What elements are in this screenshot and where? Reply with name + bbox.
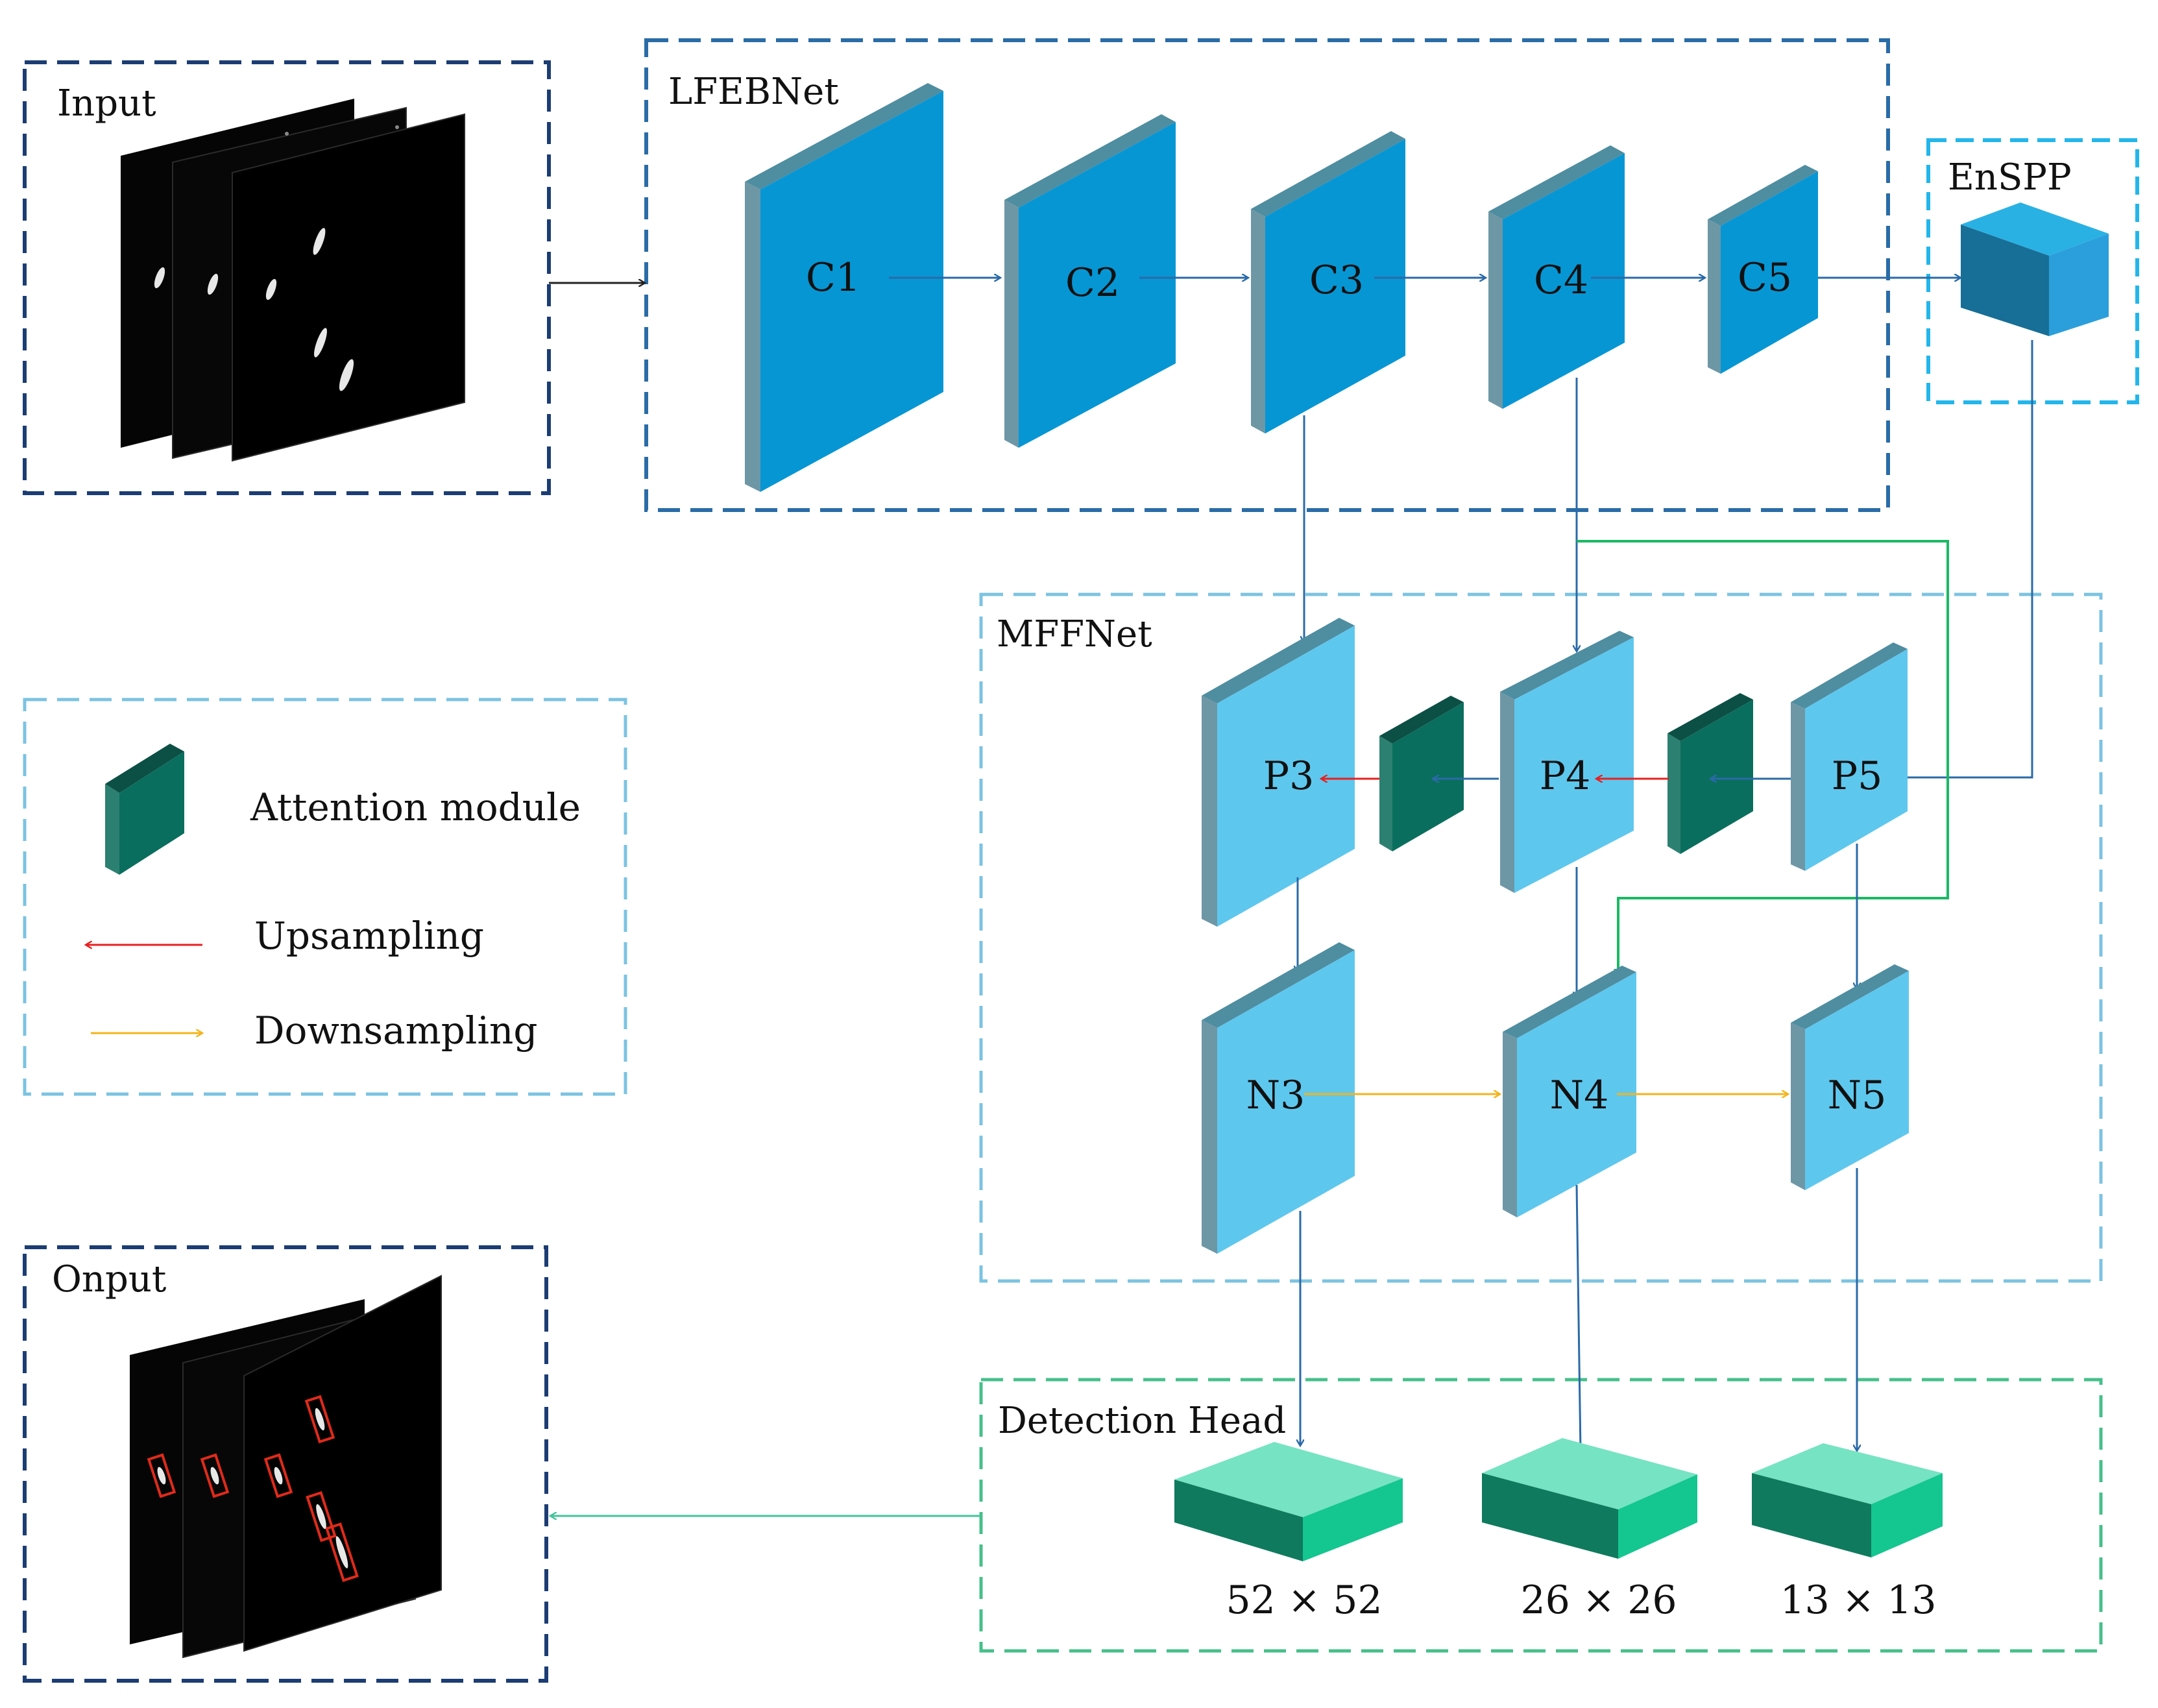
head-size-label-large: 52 × 52 (1226, 1578, 1382, 1623)
block-label-p5: P5 (1832, 753, 1883, 799)
backbone-title: LFEBNet (668, 71, 839, 113)
block-label-c3: C3 (1309, 258, 1364, 303)
head-size-label-small: 13 × 13 (1780, 1578, 1936, 1623)
ship-targets (154, 125, 399, 391)
head-output-small (1752, 1443, 1943, 1557)
neck-block-n5 (1791, 964, 1909, 1190)
block-label-n5: N5 (1828, 1073, 1887, 1118)
legend-attention-label: Attention module (250, 785, 581, 829)
block-label-p4: P4 (1540, 753, 1591, 799)
block-label-n4: N4 (1550, 1073, 1609, 1118)
block-label-c2: C2 (1065, 260, 1120, 306)
legend-downsampling-label: Downsampling (254, 1008, 537, 1053)
neck-title: MFFNet (997, 613, 1152, 655)
sar-image-front (232, 113, 465, 462)
input-title: Input (57, 82, 156, 125)
output-box (23, 1245, 548, 1683)
spp-title: EnSPP (1948, 156, 2072, 199)
p-to-n-arrows (1298, 844, 1857, 998)
block-label-c1: C1 (806, 255, 860, 300)
head-size-label-medium: 26 × 26 (1520, 1578, 1677, 1623)
legend-upsampling-label: Upsampling (254, 914, 484, 958)
legend-box (23, 698, 627, 1096)
input-image-stack (121, 99, 465, 462)
attention-module-p3-p4 (1379, 696, 1464, 851)
lateral-connections (1304, 340, 2033, 777)
backbone-block-c1 (745, 83, 943, 492)
skip-connection-arrow (1577, 540, 1949, 978)
neck-block-p4 (1500, 631, 1634, 893)
neck-block-n4 (1503, 966, 1636, 1217)
head-output-large (1174, 1442, 1403, 1561)
detected-ships (157, 1408, 348, 1568)
backbone-block-c3 (1251, 131, 1405, 433)
backbone-block-c5 (1708, 165, 1818, 374)
backbone-box (644, 38, 1890, 512)
block-label-p3: P3 (1263, 753, 1315, 799)
spp-cube (1961, 202, 2109, 336)
legend-attention-swatch (105, 744, 184, 875)
backbone-block-c4 (1488, 145, 1625, 409)
block-label-n3: N3 (1246, 1073, 1305, 1118)
output-image-stack (130, 1275, 442, 1659)
block-label-c5: C5 (1738, 255, 1792, 300)
neck-block-p3 (1202, 618, 1355, 927)
neck-block-p5 (1791, 642, 1908, 871)
backbone-block-c2 (1004, 114, 1176, 448)
head-title: Detection Head (998, 1400, 1286, 1442)
sar-output-front (243, 1275, 442, 1652)
detection-boxes (147, 1395, 359, 1582)
neck-box (979, 592, 2103, 1283)
n-to-head-arrows (1300, 1168, 1857, 1451)
head-output-medium (1482, 1438, 1697, 1559)
output-title: Onput (52, 1258, 167, 1300)
block-label-c4: C4 (1534, 258, 1588, 303)
input-box (23, 60, 551, 495)
attention-module-p4-p5 (1667, 693, 1753, 854)
neck-block-n3 (1202, 942, 1355, 1254)
